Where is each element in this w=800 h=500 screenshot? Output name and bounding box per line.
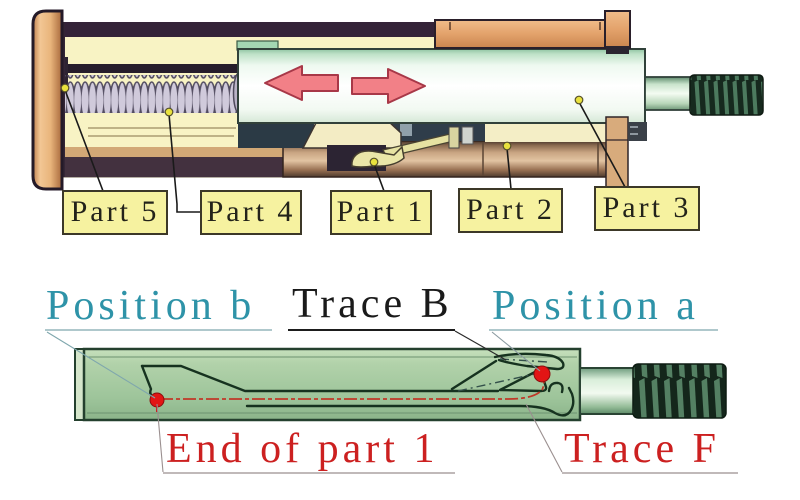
band-ticks bbox=[449, 22, 601, 30]
slot-notch bbox=[400, 122, 412, 136]
arrow-right-icon bbox=[351, 68, 426, 104]
end-teeth bbox=[628, 122, 647, 141]
guide-rod bbox=[62, 64, 240, 73]
section-lines bbox=[88, 127, 236, 137]
lever-pivot bbox=[448, 126, 460, 149]
threaded-stud-top bbox=[689, 74, 764, 116]
annotation-underlines bbox=[45, 329, 738, 474]
cam-groove bbox=[140, 352, 575, 417]
latch-block bbox=[301, 120, 402, 149]
arrow-left-icon bbox=[264, 65, 339, 101]
end-block bbox=[604, 10, 631, 49]
trace-b-path-upper bbox=[499, 358, 549, 363]
leader-dots bbox=[60, 83, 584, 167]
interior-shelf bbox=[485, 122, 607, 142]
bottom-cam-groove-view bbox=[45, 329, 738, 474]
output-shaft bbox=[644, 76, 692, 111]
clip-piece bbox=[461, 126, 474, 145]
threaded-stud-bottom bbox=[632, 363, 727, 419]
annotation-position-a: Position a bbox=[492, 283, 699, 329]
part-label-5-text: Part 5 bbox=[70, 195, 160, 228]
left-flange bbox=[31, 9, 64, 191]
trace-b-path bbox=[457, 372, 540, 392]
top-cross-section-view bbox=[31, 9, 764, 213]
tube-ring-lines bbox=[482, 142, 599, 176]
annotation-position-b: Position b bbox=[46, 283, 256, 329]
part-label-5: Part 5 bbox=[62, 190, 168, 235]
part-body-bar bbox=[82, 347, 582, 422]
annotation-end-of-part-1: End of part 1 bbox=[166, 426, 439, 472]
part-label-2: Part 2 bbox=[458, 188, 563, 233]
part-leader-lines bbox=[64, 89, 626, 213]
teeth-marks bbox=[630, 126, 638, 135]
spring-coils bbox=[63, 75, 239, 113]
housing-top-wall bbox=[60, 22, 436, 37]
part-label-2-text: Part 2 bbox=[466, 193, 555, 226]
annotation-trace-b: Trace B bbox=[292, 281, 453, 327]
end-block-shadow bbox=[606, 46, 629, 54]
part-label-3: Part 3 bbox=[594, 186, 700, 231]
part-label-4-text: Part 4 bbox=[206, 195, 296, 228]
annotation-leaders bbox=[46, 330, 563, 473]
bar-shaft bbox=[579, 367, 635, 415]
housing-top-band bbox=[434, 19, 608, 49]
part-label-1: Part 1 bbox=[330, 190, 432, 235]
part-label-1-text: Part 1 bbox=[336, 195, 426, 228]
right-mount bbox=[605, 116, 629, 188]
annotation-trace-f: Trace F bbox=[564, 426, 720, 472]
part-label-4: Part 4 bbox=[200, 190, 302, 235]
part-1-pawl bbox=[351, 145, 405, 168]
part-label-3-text: Part 3 bbox=[602, 191, 692, 224]
slot-dark-left bbox=[238, 122, 314, 148]
